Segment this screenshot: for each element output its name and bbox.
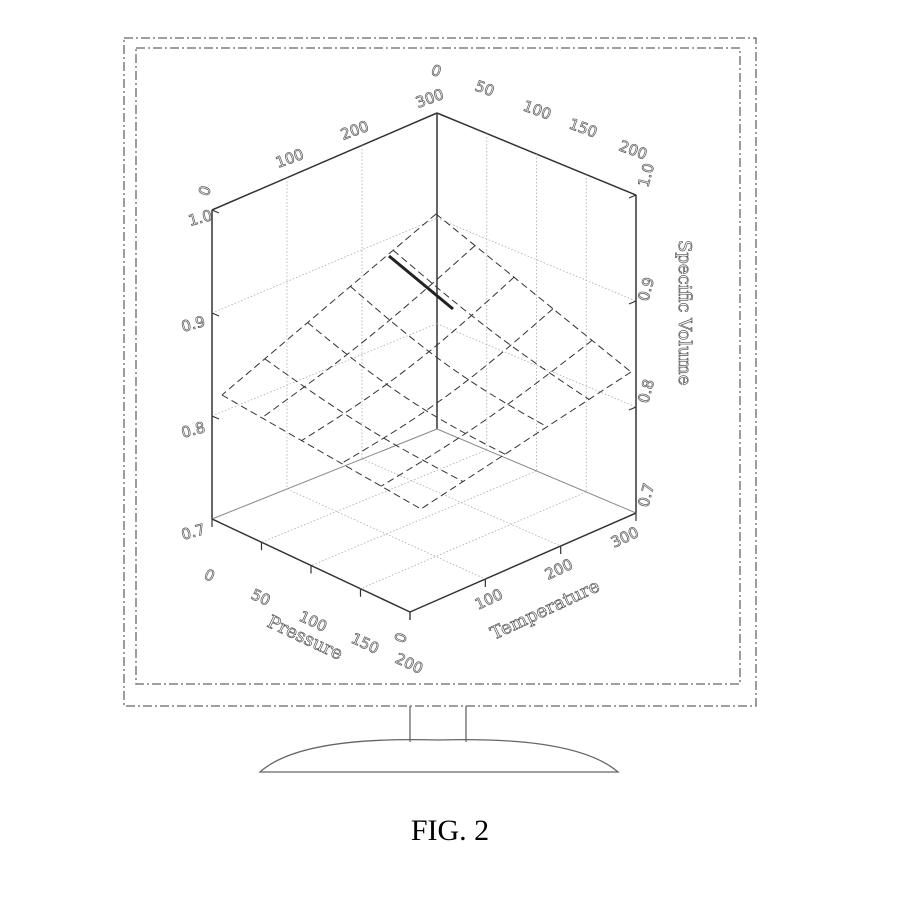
tick-mark-volume-left xyxy=(211,415,220,420)
back-right-pressure-tick-labels: 0 50 100 150 200 xyxy=(428,60,650,164)
tick-back-pressure: 200 xyxy=(617,137,650,164)
tick-temperature: 300 xyxy=(608,523,642,551)
tick-volume-right: 0.7 xyxy=(634,481,658,509)
tick-temperature: 100 xyxy=(472,585,506,613)
highlight-segment xyxy=(388,254,454,311)
tick-back-temperature: 100 xyxy=(273,145,306,172)
grid-line-floor xyxy=(360,491,587,590)
tick-mark-volume-right xyxy=(628,406,637,411)
tick-pressure: 150 xyxy=(348,629,382,657)
tick-pressure: 200 xyxy=(392,649,426,677)
surface-mesh-line xyxy=(341,308,554,464)
surface-mesh-line xyxy=(261,245,476,419)
tick-pressure: 0 xyxy=(201,565,217,585)
left-volume-tick-labels: 1.0 0.9 0.8 0.7 xyxy=(179,206,214,544)
grid-line-right-wall xyxy=(436,323,637,408)
monitor-outer-frame xyxy=(123,37,757,707)
tick-mark-volume-left xyxy=(211,518,220,523)
tick-volume-right: 1.0 xyxy=(634,161,658,189)
tick-volume-left: 1.0 xyxy=(186,206,214,230)
tick-back-pressure: 100 xyxy=(521,97,554,124)
grid-line-left-wall xyxy=(211,323,438,417)
tick-back-temperature: 200 xyxy=(338,117,371,144)
tick-back-pressure: 150 xyxy=(567,115,600,142)
tick-temperature: 0 xyxy=(391,630,411,645)
specific-volume-axis-label: Specific Volume xyxy=(674,240,695,385)
temperature-axis-label: Temperature xyxy=(487,576,603,645)
tick-back-temperature: 300 xyxy=(413,85,446,112)
tick-mark-volume-left xyxy=(211,209,220,214)
grid-line-floor xyxy=(310,470,537,566)
surface-mesh xyxy=(221,213,632,510)
back-left-temperature-tick-labels: 0 100 200 300 xyxy=(194,85,446,199)
grid-line-floor xyxy=(361,458,561,547)
grid-line-floor xyxy=(286,488,486,580)
surface-mesh-line xyxy=(221,394,422,510)
monitor-stand-base xyxy=(258,738,620,773)
surface-mesh-line xyxy=(221,213,437,396)
surface-mesh-line xyxy=(392,249,590,400)
tick-volume-right: 0.8 xyxy=(634,377,658,405)
figure-caption: FIG. 2 xyxy=(410,814,490,847)
tick-mark-volume-left xyxy=(211,312,220,317)
surface-mesh-line xyxy=(301,276,515,442)
tick-back-pressure: 50 xyxy=(473,77,497,100)
surface-mesh-line xyxy=(350,286,548,428)
tick-back-pressure: 0 xyxy=(429,61,444,81)
tick-back-temperature: 0 xyxy=(195,183,215,198)
surface-mesh-line xyxy=(307,322,506,455)
tick-volume-right: 0.9 xyxy=(634,275,658,303)
plot-box xyxy=(211,112,637,613)
tick-volume-left: 0.9 xyxy=(179,312,207,336)
monitor-screen-frame xyxy=(135,47,741,685)
tick-pressure: 50 xyxy=(248,585,273,609)
tick-mark-volume-right xyxy=(628,300,637,305)
tick-volume-left: 0.7 xyxy=(179,520,207,544)
tick-temperature: 200 xyxy=(542,555,576,583)
grid-line-left-wall xyxy=(211,217,438,314)
tick-mark-volume-right xyxy=(628,194,637,199)
surface-mesh-line xyxy=(264,358,464,483)
right-volume-tick-labels: 1.0 0.9 0.8 0.7 xyxy=(634,161,658,509)
surface-mesh-line xyxy=(380,340,593,487)
monitor-stand-neck xyxy=(409,706,467,742)
plot-grid xyxy=(211,133,637,590)
surface-mesh-line xyxy=(435,213,632,373)
tick-volume-left: 0.8 xyxy=(179,418,207,442)
tick-mark-volume-right xyxy=(628,512,637,517)
axis-tick-marks xyxy=(211,194,637,620)
pressure-tick-labels: 0 50 100 150 200 xyxy=(201,565,426,678)
surface-mesh-line xyxy=(420,371,632,510)
grid-line-right-wall xyxy=(436,217,637,302)
